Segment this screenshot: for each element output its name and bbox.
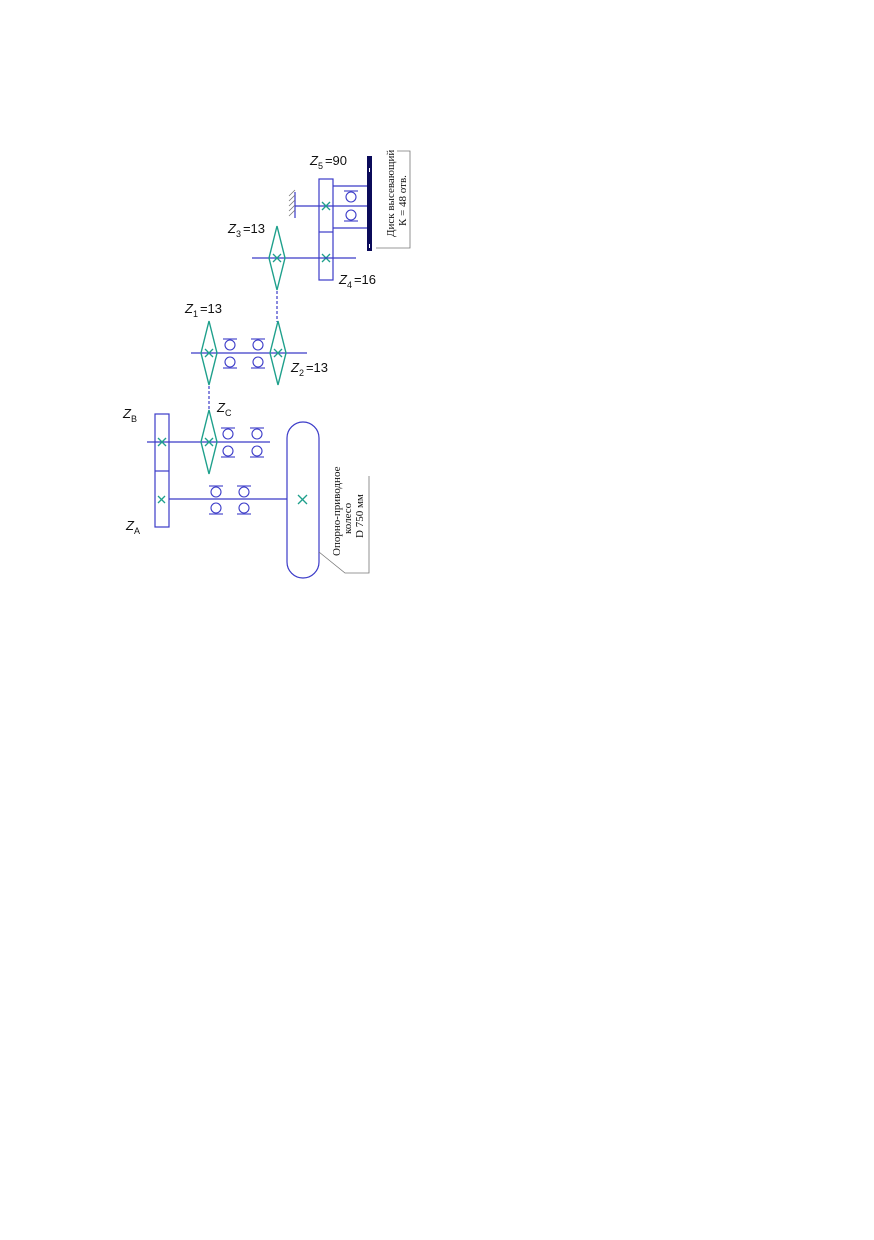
svg-text:Z2=13: Z2=13: [290, 360, 328, 378]
svg-text:Z1=13: Z1=13: [184, 301, 222, 319]
fixed-on-shaft-icon: [297, 494, 308, 505]
bearing-icon: [344, 209, 358, 222]
label-z2: Z2=13: [290, 360, 328, 378]
z5-z4-gear-block: [252, 178, 368, 281]
label-z3: Z3=13: [227, 221, 265, 239]
disk-leader: [376, 150, 411, 249]
label-z4: Z4=16: [338, 272, 376, 290]
label-zc: ZC: [216, 400, 232, 418]
svg-text:Z3=13: Z3=13: [227, 221, 265, 239]
z1-sprocket: [200, 320, 218, 386]
svg-text:Z5=90: Z5=90: [309, 153, 347, 171]
z3-sprocket: [268, 225, 286, 291]
bearing-icon: [209, 485, 223, 515]
wheel-label-line3: D 750 мм: [354, 494, 366, 538]
bearing-icon: [237, 485, 251, 515]
seeding-disk: [367, 156, 372, 251]
fixed-on-shaft-icon: [321, 201, 331, 211]
drive-wheel: [286, 421, 320, 579]
svg-text:ZA: ZA: [125, 518, 140, 536]
z5-z4-gear: [318, 178, 334, 281]
disk-label-line1: Диск высевающий: [385, 150, 397, 237]
bearing-icon: [251, 338, 265, 369]
wheel-label-line1: Опорно-приводное: [331, 466, 343, 556]
label-za: ZA: [125, 518, 140, 536]
zc-sprocket: [200, 409, 218, 475]
svg-text:Z4=16: Z4=16: [338, 272, 376, 290]
label-zb: ZB: [122, 406, 137, 424]
fixed-on-shaft-icon: [157, 437, 167, 447]
bearing-icon: [221, 427, 235, 458]
svg-text:ZB: ZB: [122, 406, 137, 424]
disk-label-line2: К = 48 отв.: [397, 175, 409, 226]
bearing-icon: [344, 190, 358, 203]
bearing-icon: [223, 338, 237, 369]
label-z1: Z1=13: [184, 301, 222, 319]
wheel-leader: [318, 476, 370, 574]
label-z5: Z5=90: [309, 153, 347, 171]
z2-sprocket: [269, 320, 287, 386]
wheel-label-line2: колесо: [342, 502, 354, 534]
svg-text:ZC: ZC: [216, 400, 232, 418]
bearing-icon: [250, 427, 264, 458]
fixed-on-shaft-icon: [157, 495, 166, 504]
